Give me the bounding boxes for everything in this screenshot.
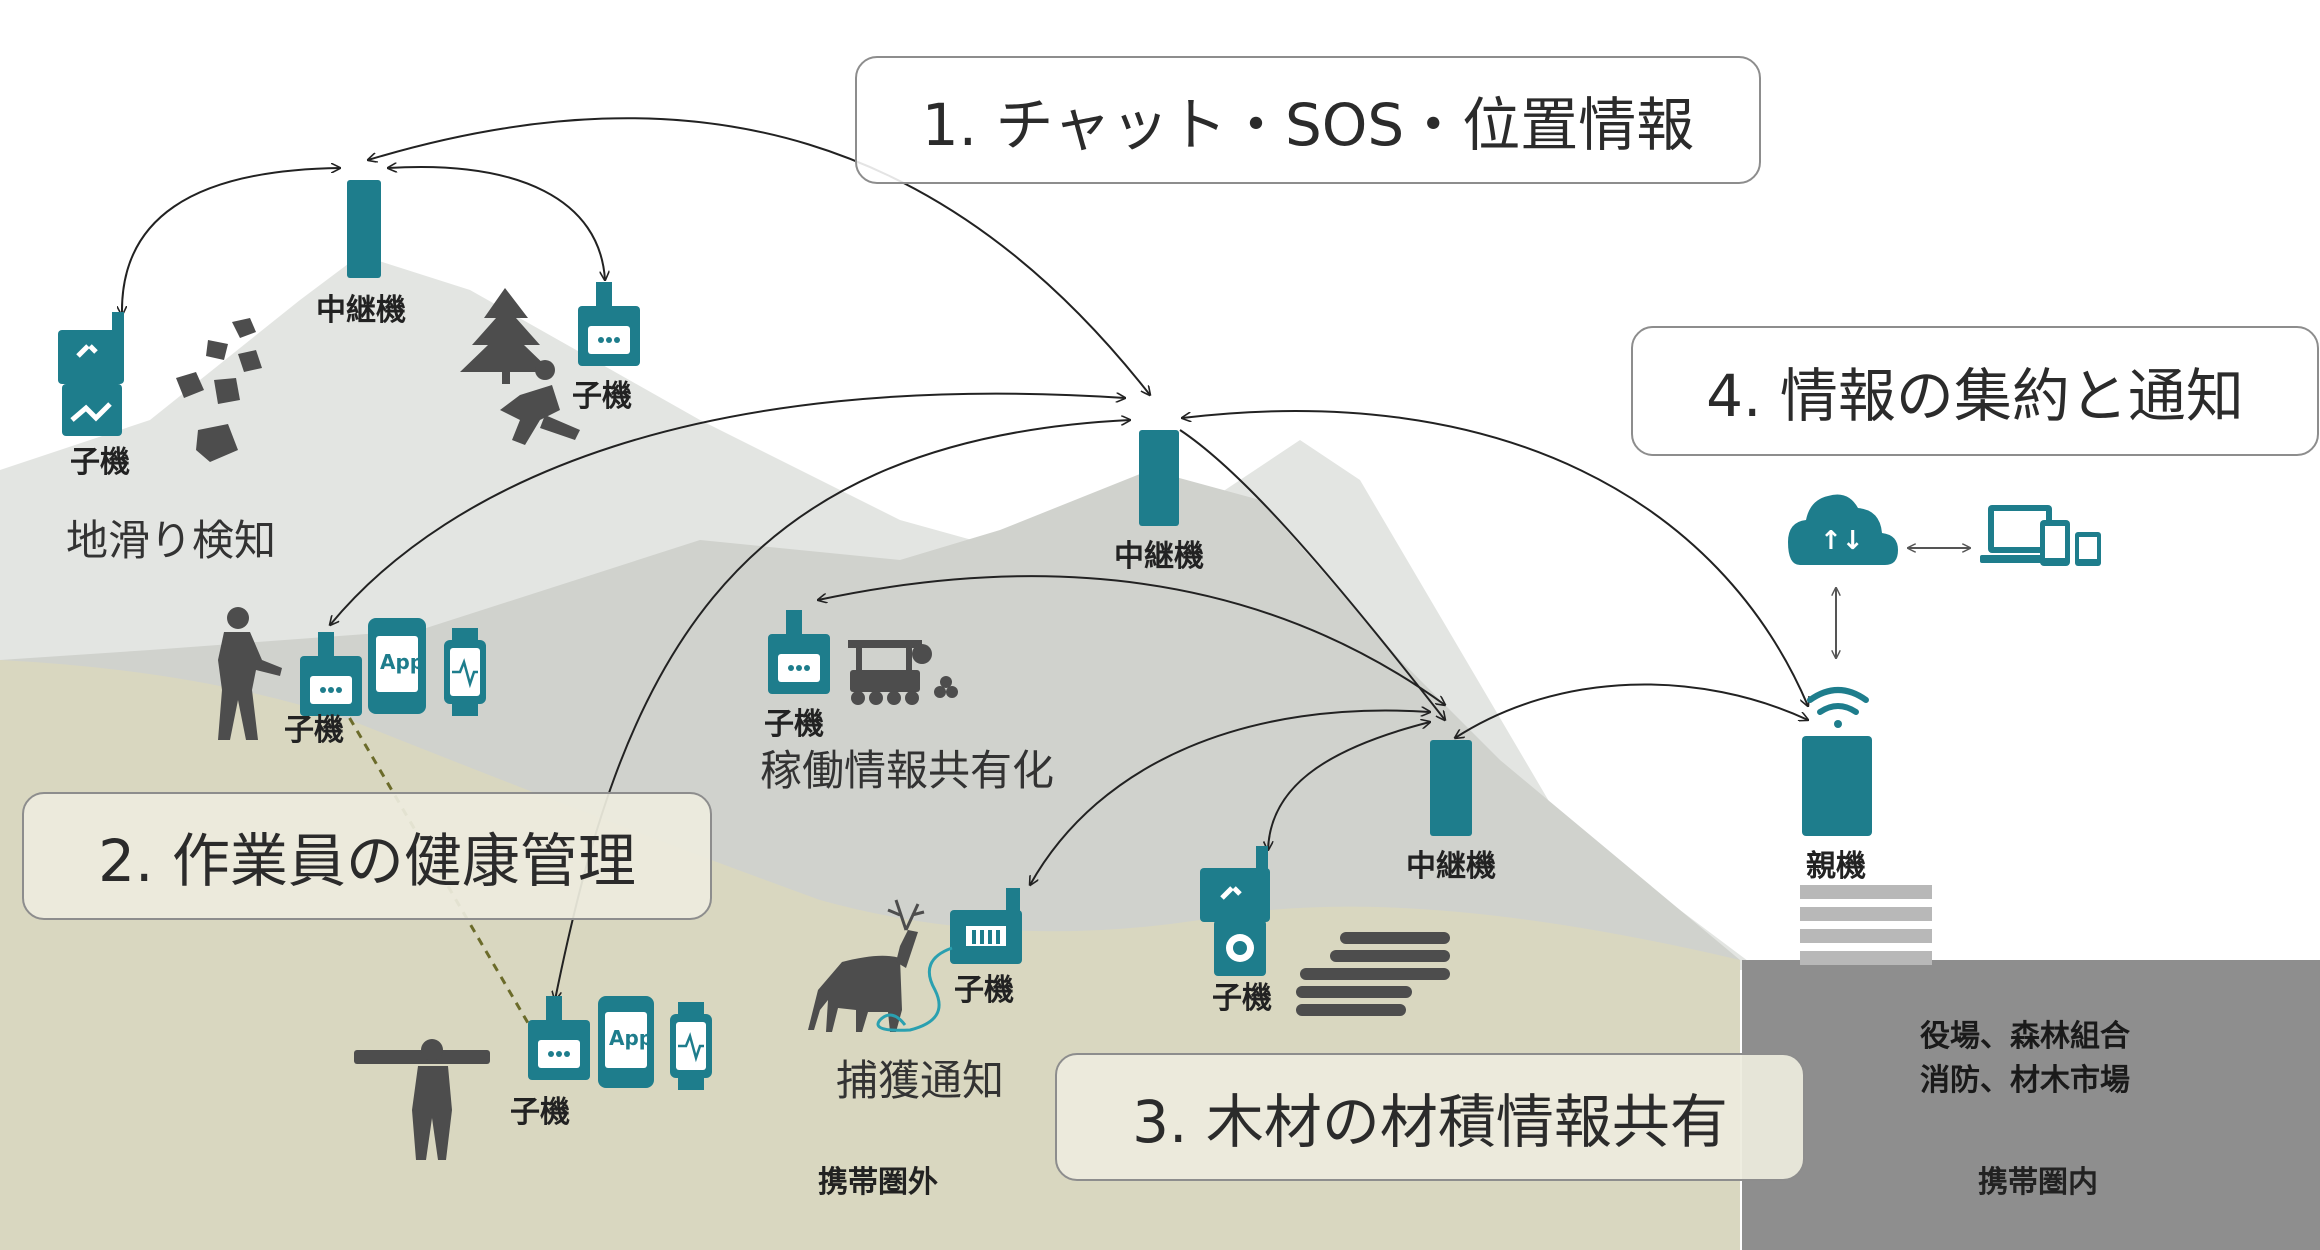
child-label: 子機 xyxy=(1212,981,1272,1016)
relay-icon xyxy=(1139,430,1179,526)
cloud-arrows: ↑↓ xyxy=(1820,526,1864,556)
link-hub-gateway xyxy=(1182,410,1808,706)
worker-icon xyxy=(218,607,282,740)
tree-icon xyxy=(460,288,552,384)
chat-device-icon xyxy=(300,632,362,716)
devices-icon xyxy=(1980,505,2101,566)
falling-person-icon xyxy=(500,360,580,445)
zone-in-label: 携帯圏内 xyxy=(1978,1165,2098,1200)
operation-label: 稼働情報共有化 xyxy=(760,746,1055,795)
trap-wire xyxy=(876,946,953,1032)
sensor-link-icon xyxy=(58,312,124,436)
timber-stack-icon xyxy=(1296,932,1450,1016)
callout-timber: 3. 木材の材積情報共有 xyxy=(1055,1053,1805,1181)
building-icon xyxy=(1800,885,1932,965)
trap-device-icon xyxy=(950,888,1022,964)
zone-out-label: 携帯圏外 xyxy=(818,1165,938,1200)
phone-app-icon xyxy=(368,618,426,714)
app-badge: App xyxy=(380,650,425,674)
callout-chat-sos: 1. チャット・SOS・位置情報 xyxy=(855,56,1761,184)
smartwatch-icon xyxy=(670,1002,712,1090)
capture-label: 捕獲通知 xyxy=(836,1056,1005,1105)
child-label: 子機 xyxy=(284,713,344,748)
parent-label: 親機 xyxy=(1806,849,1866,884)
relay-label: 中継機 xyxy=(1114,539,1204,574)
chat-device-icon xyxy=(578,282,640,366)
sensor-camera-icon xyxy=(1200,846,1270,976)
child-label: 子機 xyxy=(70,445,130,480)
link-machine-relay3 xyxy=(818,575,1445,705)
callout-aggregate: 4. 情報の集約と通知 xyxy=(1631,326,2319,456)
office-label-2: 消防、材木市場 xyxy=(1920,1063,2130,1098)
app-badge: App xyxy=(609,1026,654,1050)
link-relay1-child1 xyxy=(122,168,340,315)
landslide-label: 地滑り検知 xyxy=(66,516,277,565)
child-label: 子機 xyxy=(954,973,1014,1008)
relay-icon xyxy=(347,180,381,278)
chat-device-icon xyxy=(528,996,590,1080)
cloud-icon xyxy=(1788,494,1898,565)
child-label: 子機 xyxy=(764,707,824,742)
link-relay1-hub xyxy=(368,117,1150,395)
forestry-machine-icon xyxy=(848,640,958,705)
smartwatch-icon xyxy=(444,628,486,716)
office-label-1: 役場、森林組合 xyxy=(1920,1019,2130,1054)
log-carrier-icon xyxy=(354,1039,490,1160)
link-relay3-timber xyxy=(1268,722,1430,850)
link-hub-relay3 xyxy=(1179,429,1445,720)
link-relay3-deer xyxy=(1030,710,1430,885)
rocks-icon xyxy=(176,318,262,462)
relay-icon xyxy=(1430,740,1472,836)
urban-area xyxy=(1742,960,2320,1250)
link-relay1-child2 xyxy=(388,167,605,280)
link-worker-worker xyxy=(340,704,537,1036)
deer-icon xyxy=(808,899,925,1032)
relay-label: 中継機 xyxy=(316,293,406,328)
link-relay3-gateway xyxy=(1455,683,1808,738)
callout-health: 2. 作業員の健康管理 xyxy=(22,792,712,920)
relay-label: 中継機 xyxy=(1406,849,1496,884)
child-label: 子機 xyxy=(510,1095,570,1130)
wifi-icon xyxy=(1807,687,1869,728)
chat-device-icon xyxy=(768,610,830,694)
gateway-icon xyxy=(1802,736,1872,836)
phone-app-icon xyxy=(598,996,654,1088)
child-label: 子機 xyxy=(572,379,632,414)
